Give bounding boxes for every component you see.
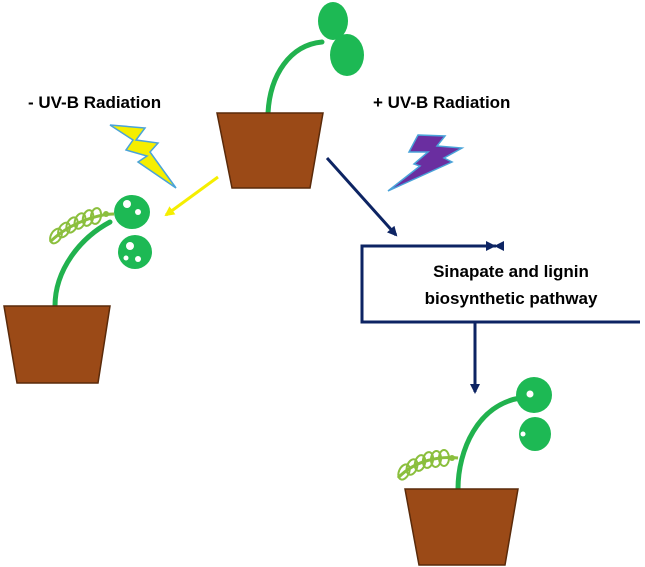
leaf-icon: [519, 417, 551, 451]
stem: [455, 395, 523, 492]
plant-top-center: [216, 2, 364, 189]
lightning-bolt-icon: [387, 134, 465, 192]
leaf-icon: [330, 34, 364, 76]
pot-icon: [216, 112, 324, 189]
arrow-to-pathway: [325, 156, 398, 237]
plant-plus-uvb: [396, 377, 552, 566]
pot-icon: [404, 488, 519, 566]
leaf-icon: [318, 2, 348, 40]
damaged-leaf-icon: [114, 195, 150, 229]
pathway-label-line1: Sinapate and lignin: [433, 262, 589, 281]
caterpillar-icon: [396, 449, 459, 481]
caterpillar-icon: [48, 207, 115, 245]
pathway-box: [360, 241, 640, 324]
stem: [52, 219, 113, 309]
stem: [265, 39, 325, 116]
label-minus-uvb: - UV-B Radiation: [28, 93, 161, 112]
pot-icon: [3, 305, 111, 384]
arrow-to-no-uvb: [164, 175, 219, 217]
leaf-icon: [516, 377, 552, 413]
damaged-leaf-icon: [118, 235, 152, 269]
plant-no-uvb: [3, 195, 152, 384]
pathway-label-line2: biosynthetic pathway: [425, 289, 598, 308]
label-plus-uvb: + UV-B Radiation: [373, 93, 510, 112]
lightning-bolt-icon: [109, 124, 177, 189]
